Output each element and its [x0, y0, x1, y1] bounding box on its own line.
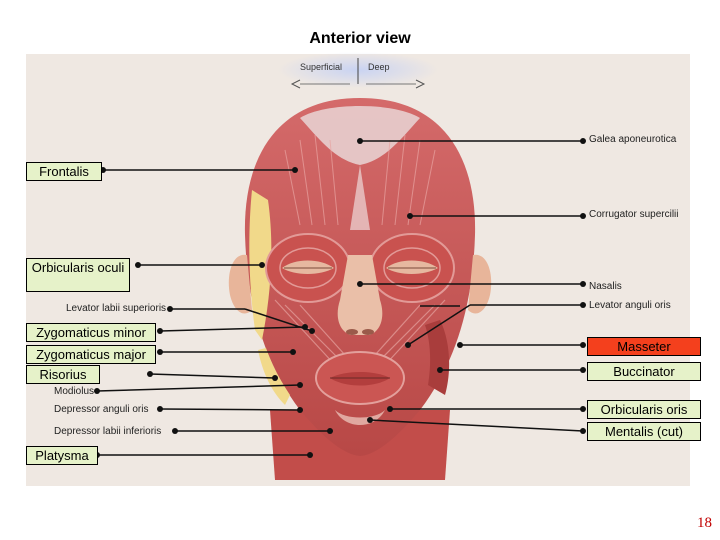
label-mentalis: Mentalis (cut): [587, 422, 701, 441]
label-levator-labii-superioris: Levator labii superioris: [66, 303, 166, 314]
label-levator-anguli-oris: Levator anguli oris: [589, 300, 671, 311]
toggle-deep[interactable]: Deep: [368, 62, 390, 72]
label-buccinator: Buccinator: [587, 362, 701, 381]
label-nasalis: Nasalis: [589, 281, 622, 292]
label-zygomaticus-major: Zygomaticus major: [26, 345, 156, 364]
label-orbicularis-oculi: Orbicularis oculi: [26, 258, 130, 292]
label-frontalis: Frontalis: [26, 162, 102, 181]
label-corrugator-supercilii: Corrugator supercilii: [589, 209, 678, 220]
label-depressor-anguli-oris: Depressor anguli oris: [54, 404, 149, 415]
label-modiolus: Modiolus: [54, 386, 94, 397]
label-galea-aponeurotica: Galea aponeurotica: [589, 134, 676, 145]
toggle-superficial[interactable]: Superficial: [300, 62, 342, 72]
label-orbicularis-oris: Orbicularis oris: [587, 400, 701, 419]
label-zygomaticus-minor: Zygomaticus minor: [26, 323, 156, 342]
label-masseter: Masseter: [587, 337, 701, 356]
page-number: 18: [697, 515, 712, 532]
label-risorius: Risorius: [26, 365, 100, 384]
label-depressor-labii-inferioris: Depressor labii inferioris: [54, 426, 161, 437]
label-platysma: Platysma: [26, 446, 98, 465]
